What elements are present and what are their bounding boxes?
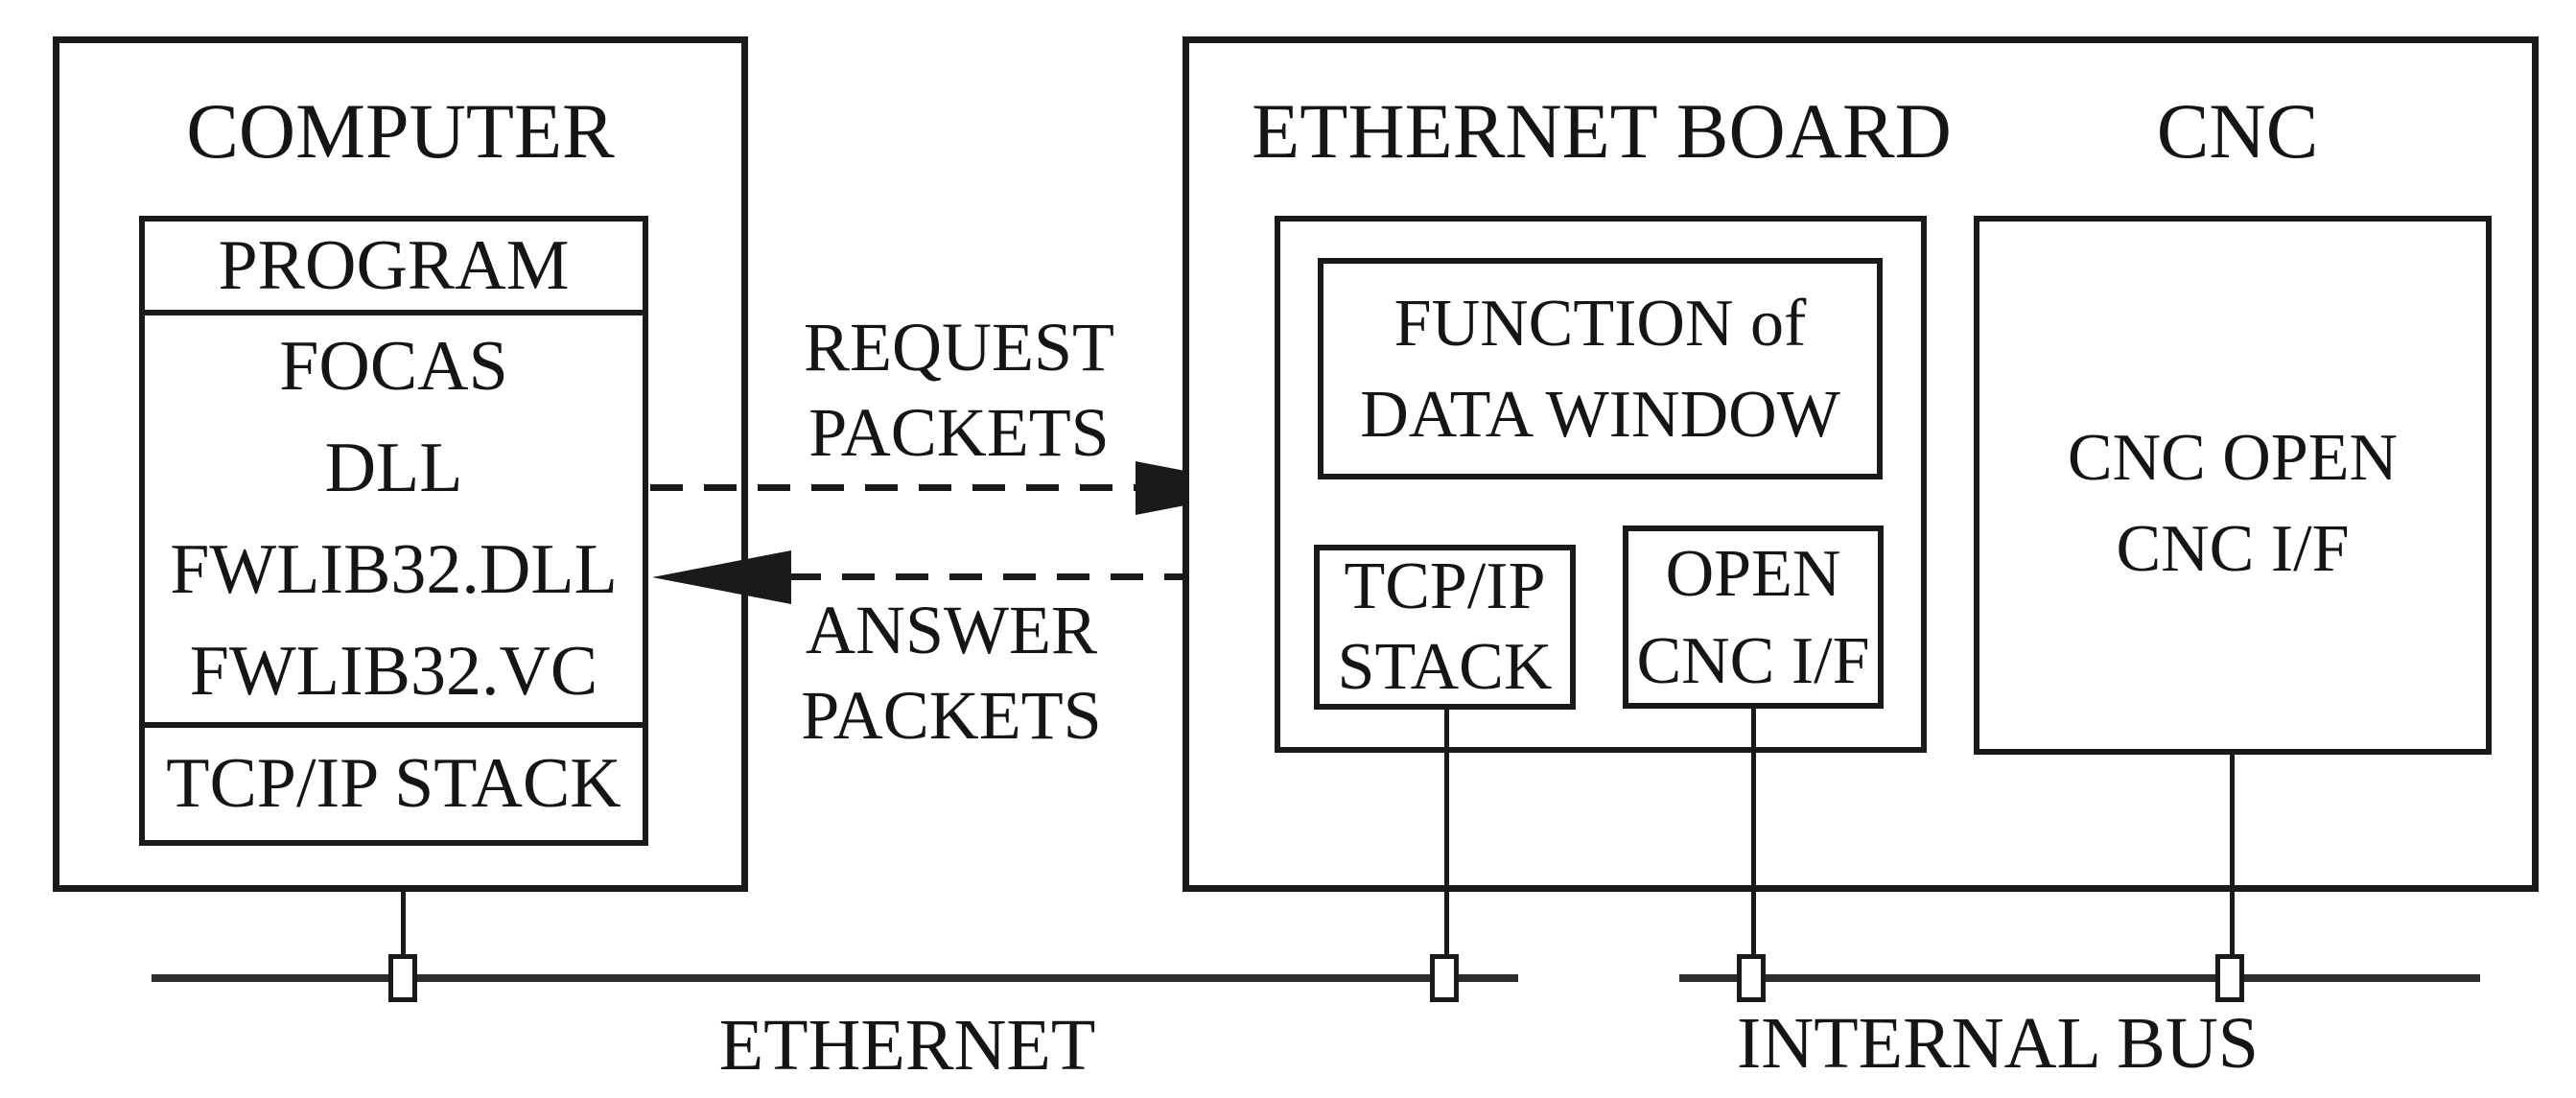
answer-packets-label: ANSWER PACKETS bbox=[750, 588, 1153, 759]
program-cell: PROGRAM bbox=[145, 222, 643, 315]
internal-bus-line bbox=[1679, 974, 2480, 982]
open-box-line: CNC I/F bbox=[1636, 623, 1870, 698]
internal-bus-label: INTERNAL BUS bbox=[1737, 1003, 2259, 1084]
computer-software-stack-box: PROGRAM FOCAS DLL FWLIB32.DLL FWLIB32.VC… bbox=[139, 216, 648, 846]
cnc-open-if-box: CNC OPEN CNC I/F bbox=[1974, 216, 2492, 755]
open-cnc-if-box: OPEN CNC I/F bbox=[1623, 526, 1884, 709]
cnc-drop-line bbox=[2230, 753, 2235, 959]
ethernet-tap-computer bbox=[388, 954, 417, 1002]
board-tcpip-stack-box: TCP/IP STACK bbox=[1314, 545, 1576, 710]
focas-dll-cell: FOCAS DLL FWLIB32.DLL FWLIB32.VC bbox=[145, 315, 643, 728]
board-tcpip-line: TCP/IP bbox=[1344, 549, 1546, 623]
request-label-line: PACKETS bbox=[808, 394, 1110, 471]
computer-title: COMPUTER bbox=[186, 87, 615, 175]
internal-bus-tap-open-if bbox=[1737, 954, 1766, 1002]
cnc-box-line: CNC OPEN bbox=[2067, 420, 2399, 495]
cnc-box-line: CNC I/F bbox=[2116, 511, 2350, 586]
open-box-line: OPEN bbox=[1665, 536, 1841, 611]
ethernet-board-title: ETHERNET BOARD bbox=[1252, 87, 1952, 175]
function-box-line: FUNCTION of bbox=[1393, 286, 1807, 361]
ethernet-tap-board bbox=[1430, 954, 1459, 1002]
answer-arrowhead-icon bbox=[652, 550, 791, 604]
request-dashed-line bbox=[650, 484, 1141, 491]
focas-line: FWLIB32.DLL bbox=[170, 530, 618, 609]
focas-line: DLL bbox=[324, 429, 463, 507]
function-box-line: DATA WINDOW bbox=[1360, 377, 1840, 452]
answer-label-line: ANSWER bbox=[806, 592, 1097, 668]
computer-ethernet-drop-line bbox=[401, 890, 406, 959]
request-label-line: REQUEST bbox=[804, 309, 1114, 385]
focas-line: FOCAS bbox=[279, 327, 508, 406]
open-cnc-if-drop-line bbox=[1751, 707, 1756, 959]
function-of-data-window-box: FUNCTION of DATA WINDOW bbox=[1318, 258, 1883, 479]
cnc-title: CNC bbox=[2156, 87, 2319, 175]
answer-label-line: PACKETS bbox=[801, 677, 1102, 754]
internal-bus-tap-cnc bbox=[2215, 954, 2244, 1002]
computer-tcpip-stack-cell: TCP/IP STACK bbox=[166, 744, 621, 823]
ethernet-bus-label: ETHERNET bbox=[718, 1005, 1096, 1086]
answer-dashed-line bbox=[788, 573, 1278, 580]
board-tcpip-line: STACK bbox=[1337, 630, 1553, 704]
focas-line: FWLIB32.VC bbox=[189, 632, 598, 711]
ethernet-bus-line bbox=[152, 974, 1518, 982]
board-tcpip-drop-line bbox=[1444, 708, 1449, 959]
request-packets-label: REQUEST PACKETS bbox=[758, 305, 1160, 476]
